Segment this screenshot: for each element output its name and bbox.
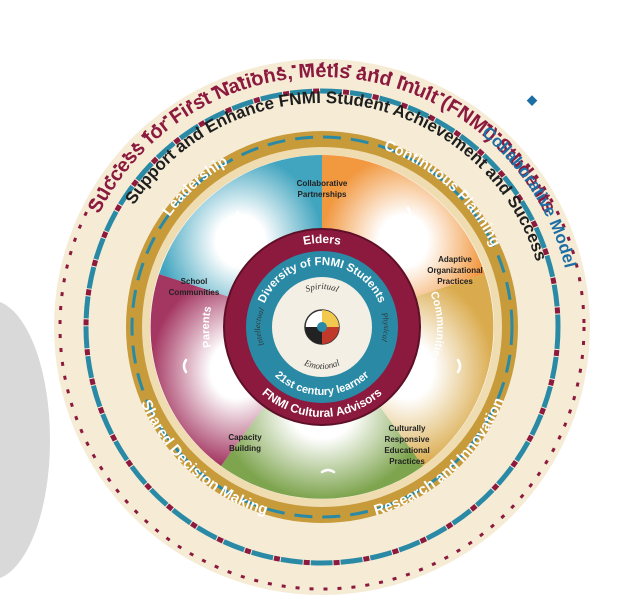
- arrow-teal: [234, 210, 240, 226]
- outer-dashed-ring-teal: [83, 88, 561, 566]
- collaborative-partnerships-line2: Partnerships: [298, 190, 347, 199]
- intellectual-label: Intellectual: [253, 306, 267, 349]
- diamond-separator: ◆: [526, 92, 538, 107]
- emotional-label: Emotional: [302, 357, 341, 371]
- culturally-line1: Culturally: [389, 424, 426, 433]
- wheel-segment-labels: Collaborative Partnerships Adaptive Orga…: [169, 179, 483, 466]
- segment-arrows: [182, 206, 462, 474]
- culturally-line4: Practices: [389, 457, 425, 466]
- maroon-ring-border: [223, 228, 421, 426]
- school-line2: Communities: [169, 288, 220, 297]
- school-line1: School: [181, 277, 208, 286]
- arrow-orange: [406, 206, 412, 222]
- arrow-maroon: [182, 358, 188, 374]
- culturally-line3: Educational: [384, 446, 429, 455]
- gold-ring-dash: [130, 135, 514, 519]
- background-grey-shape: [0, 301, 50, 579]
- capacity-line1: Capacity: [228, 433, 262, 442]
- adaptive-line1: Adaptive: [438, 255, 472, 264]
- culturally-line2: Responsive: [385, 435, 430, 444]
- collaborative-partnerships-line1: Collaborative: [297, 179, 348, 188]
- arrow-gold: [456, 358, 462, 374]
- adaptive-line3: Practices: [437, 277, 473, 286]
- medicine-wheel-icon: [304, 309, 340, 345]
- arrow-green: [320, 468, 336, 474]
- physical-label: Physical: [379, 310, 391, 343]
- capacity-line2: Building: [229, 444, 261, 453]
- elders-label: Elders: [302, 232, 343, 248]
- adaptive-line2: Organizational: [427, 266, 483, 275]
- outermost-dotted-ring: [58, 63, 586, 591]
- spiritual-label: Spiritual: [304, 281, 341, 294]
